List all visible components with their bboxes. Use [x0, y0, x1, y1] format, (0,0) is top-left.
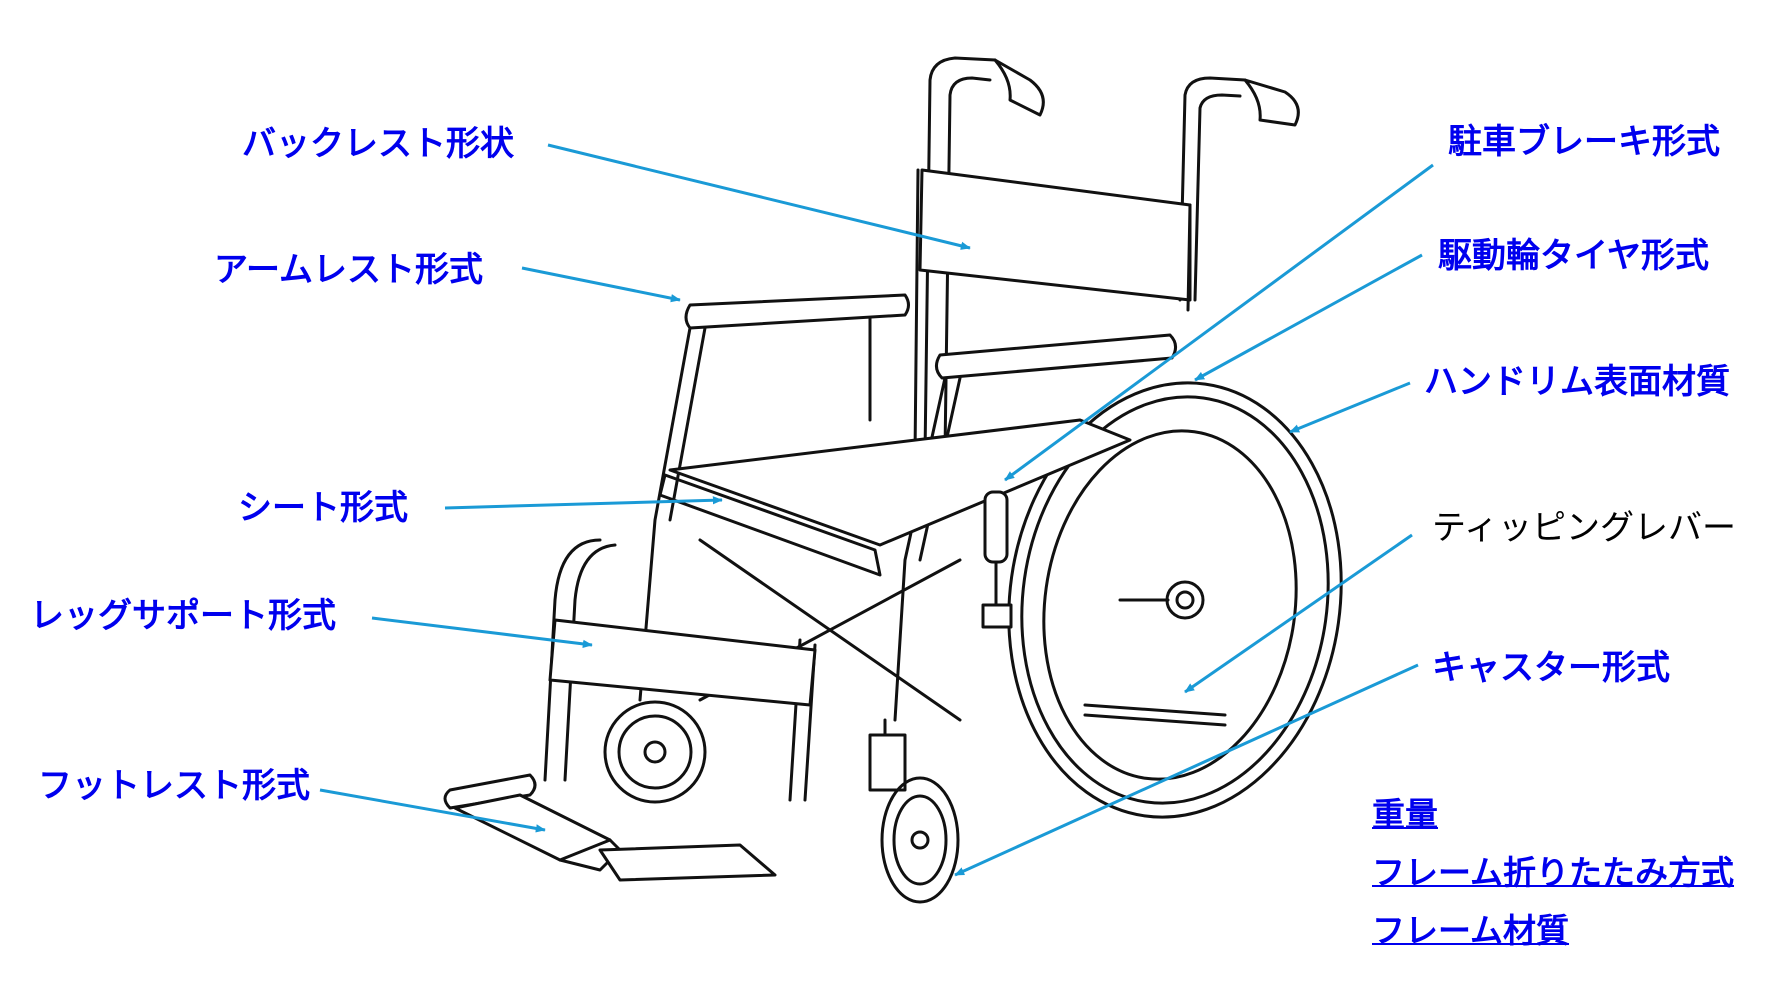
- label-seat: シート形式: [238, 488, 408, 528]
- callout-arrows: [319, 143, 1434, 877]
- arrow-tipping-lever: [1184, 533, 1413, 694]
- label-caster: キャスター形式: [1432, 648, 1670, 688]
- arrow-legsupport: [371, 616, 593, 649]
- arrow-parking-brake: [1004, 163, 1434, 482]
- label-backrest: バックレスト形状: [242, 124, 514, 164]
- arrow-caster: [954, 663, 1419, 877]
- spec-folding: フレーム折りたたみ方式: [1372, 853, 1735, 892]
- arrow-seat: [444, 496, 723, 510]
- wheelchair-icon: [443, 56, 1343, 904]
- label-legsupport: レッグサポート形式: [30, 596, 336, 636]
- label-drive-tire: 駆動輪タイヤ形式: [1438, 236, 1709, 276]
- arrow-armrest: [521, 266, 681, 303]
- label-tipping-lever: ティッピングレバー: [1432, 508, 1736, 548]
- arrow-backrest: [547, 143, 971, 250]
- arrow-footrest: [319, 788, 546, 833]
- label-handrim: ハンドリム表面材質: [1424, 362, 1730, 402]
- label-footrest: フットレスト形式: [38, 766, 310, 806]
- spec-frame-material: フレーム材質: [1372, 911, 1570, 950]
- spec-weight: 重量: [1372, 795, 1438, 834]
- arrow-handrim: [1289, 381, 1411, 434]
- label-parking-brake: 駐車ブレーキ形式: [1448, 122, 1720, 162]
- arrow-drive-tire: [1194, 253, 1423, 382]
- label-armrest: アームレスト形式: [214, 250, 483, 290]
